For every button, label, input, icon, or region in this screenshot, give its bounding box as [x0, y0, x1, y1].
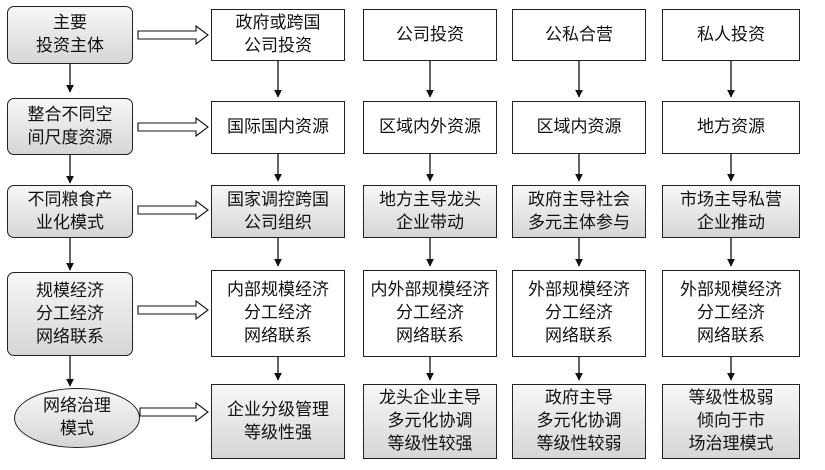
col1-economy: 内部规模经济 分工经济 网络联系 — [211, 270, 345, 357]
col3-mode: 政府主导社会 多元主体参与 — [512, 185, 646, 238]
col3-resources: 区域内资源 — [512, 101, 646, 154]
row-label-investor: 主要 投资主体 — [7, 6, 133, 64]
col1-mode: 国家调控跨国 公司组织 — [211, 185, 345, 238]
col3-economy: 外部规模经济 分工经济 网络联系 — [512, 270, 646, 357]
col4-mode: 市场主导私营 企业推动 — [662, 185, 800, 238]
row-label-mode: 不同粮食产 业化模式 — [7, 185, 133, 238]
row-label-governance: 网络治理 模式 — [14, 388, 140, 448]
row-label-resources: 整合不同空 间尺度资源 — [7, 98, 133, 155]
col2-mode: 地方主导龙头 企业带动 — [363, 185, 497, 238]
col1-resources: 国际国内资源 — [211, 101, 345, 154]
col1-governance: 企业分级管理 等级性强 — [211, 384, 345, 459]
row-label-economy: 规模经济 分工经济 网络联系 — [7, 272, 133, 356]
col4-economy: 外部规模经济 分工经济 网络联系 — [662, 270, 800, 357]
col2-governance: 龙头企业主导 多元化协调 等级性较强 — [363, 384, 497, 459]
col1-investor: 政府或跨国 公司投资 — [211, 9, 345, 61]
col4-investor: 私人投资 — [662, 9, 800, 61]
col3-investor: 公私合营 — [512, 9, 646, 61]
col2-economy: 内外部规模经济 分工经济 网络联系 — [363, 270, 497, 357]
col4-governance: 等级性极弱 倾向于市 场治理模式 — [662, 384, 800, 459]
col2-resources: 区域内外资源 — [363, 101, 497, 154]
col4-resources: 地方资源 — [662, 101, 800, 154]
col3-governance: 政府主导 多元化协调 等级性较弱 — [512, 384, 646, 459]
col2-investor: 公司投资 — [363, 9, 497, 61]
